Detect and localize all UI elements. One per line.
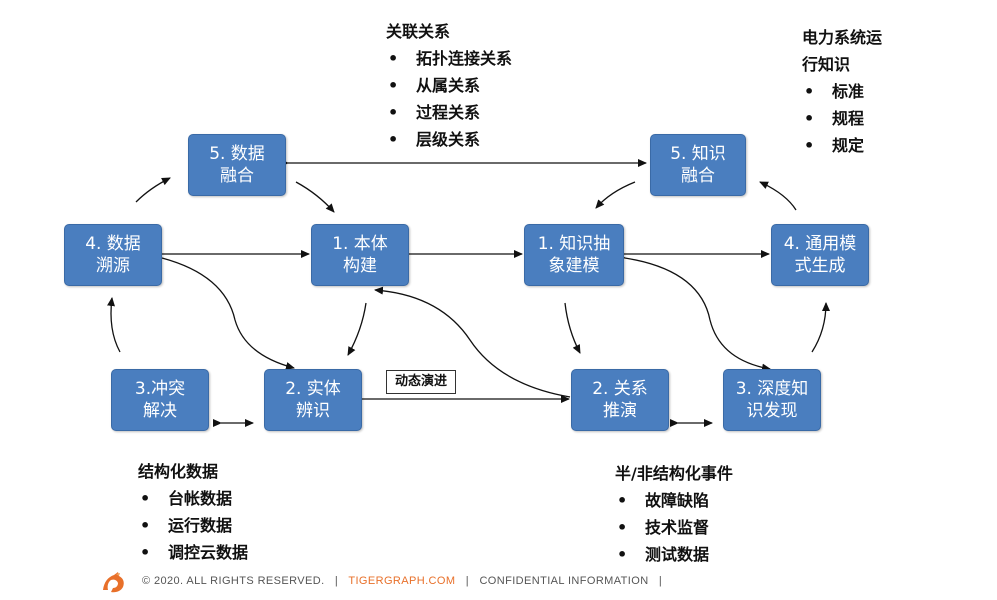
node-label: 2. 关系 [592,379,648,399]
arrow-trace-to-entity-curve [153,252,295,370]
semi-structured-list: 半/非结构化事件 故障缺陷 技术监督 测试数据 [615,460,733,568]
footer: © 2020. ALL RIGHTS RESERVED. | TIGERGRAP… [0,567,997,597]
list-title: 电力系统运 [802,28,883,47]
list-item: 从属关系 [386,72,512,99]
list-title: 半/非结构化事件 [615,464,733,483]
list-title: 关联关系 [386,22,451,41]
node-label: 识发现 [746,401,798,421]
node-label: 5. 数据 [209,144,265,164]
relations-list: 关联关系 拓扑连接关系 从属关系 过程关系 层级关系 [386,18,512,153]
node-deep-discovery[interactable]: 3. 深度知 识发现 [723,369,821,431]
copyright-text: © 2020. ALL RIGHTS RESERVED. [142,575,325,587]
list-item: 规程 [802,105,882,132]
footer-separator: | [334,575,339,587]
arrow-conflict-to-trace [107,297,121,353]
list-item: 规定 [802,132,882,159]
node-label: 融合 [681,166,715,186]
node-entity-resolution[interactable]: 2. 实体 辨识 [264,369,362,431]
node-label: 象建模 [548,256,600,276]
node-conflict-resolve[interactable]: 3.冲突 解决 [111,369,209,431]
power-knowledge-list: 电力系统运 行知识 标准 规程 规定 [802,24,882,159]
list-item: 调控云数据 [138,539,248,566]
arrow-data-fusion-to-ontology [295,181,335,213]
list-title: 行知识 [802,55,851,74]
node-label: 式生成 [794,256,846,276]
list-item: 标准 [802,78,882,105]
arrow-extract-to-relation [564,302,581,354]
node-label: 4. 数据 [85,234,141,254]
list-item: 台帐数据 [138,485,248,512]
node-label: 3. 深度知 [735,379,809,399]
node-label: 推演 [603,401,637,421]
node-data-trace[interactable]: 4. 数据 溯源 [64,224,162,286]
arrow-extract-to-deep-curve [616,252,771,372]
dynamic-evolution-label: 动态演进 [386,370,457,394]
node-data-fusion[interactable]: 5. 数据 融合 [188,134,286,196]
node-label: 溯源 [96,256,130,276]
node-label: 3.冲突 [134,379,186,399]
list-item: 层级关系 [386,126,512,153]
arrow-knowledge-fusion-to-extract [595,181,636,209]
list-item: 技术监督 [615,514,733,541]
node-label: 1. 本体 [332,234,388,254]
node-label: 4. 通用模 [783,234,857,254]
node-label: 构建 [343,256,377,276]
arrow-dynamic-evolution-curve [374,286,571,398]
list-item: 运行数据 [138,512,248,539]
node-label: 解决 [143,401,177,421]
confidential-text: CONFIDENTIAL INFORMATION [479,575,649,587]
node-relation-infer[interactable]: 2. 关系 推演 [571,369,669,431]
node-knowledge-extract[interactable]: 1. 知识抽 象建模 [524,224,624,286]
footer-separator: | [658,575,663,587]
arrow-deep-to-general [811,302,830,353]
node-ontology-build[interactable]: 1. 本体 构建 [311,224,409,286]
list-item: 测试数据 [615,541,733,568]
arrow-general-to-knowledge-fusion [759,181,797,211]
structured-data-list: 结构化数据 台帐数据 运行数据 调控云数据 [138,458,248,566]
node-label: 2. 实体 [285,379,341,399]
footer-text: © 2020. ALL RIGHTS RESERVED. | TIGERGRAP… [142,575,662,587]
list-item: 故障缺陷 [615,487,733,514]
node-label: 辨识 [296,401,330,421]
arrow-trace-to-data-fusion [135,177,171,203]
tiger-logo-icon [103,572,124,593]
node-label: 融合 [220,166,254,186]
list-title: 结构化数据 [138,462,219,481]
list-item: 过程关系 [386,99,512,126]
node-label: 5. 知识 [670,144,726,164]
brand-link[interactable]: TIGERGRAPH.COM [348,575,456,587]
footer-separator: | [465,575,470,587]
list-item: 拓扑连接关系 [386,45,512,72]
arrow-ontology-to-entity [347,302,367,356]
node-general-pattern[interactable]: 4. 通用模 式生成 [771,224,869,286]
node-label: 1. 知识抽 [537,234,611,254]
node-knowledge-fusion[interactable]: 5. 知识 融合 [650,134,746,196]
